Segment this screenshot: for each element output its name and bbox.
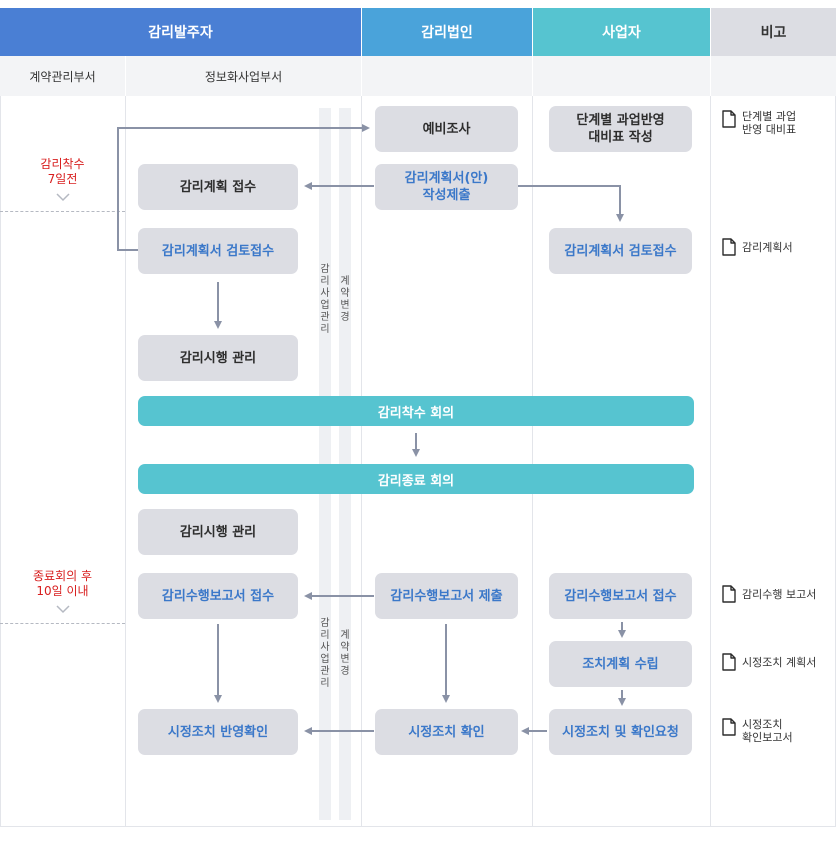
note-text: 감리계획서 <box>742 241 793 254</box>
chevron-down-icon <box>56 193 70 202</box>
header-client: 감리발주자 <box>0 8 361 56</box>
timeline-end-divider <box>0 623 125 624</box>
arrow-draft-to-operator-review <box>518 185 624 222</box>
box-pre-survey: 예비조사 <box>375 106 518 152</box>
note-text: 감리수행 보고서 <box>742 588 817 601</box>
box-report-submit: 감리수행보고서 제출 <box>375 573 518 619</box>
box-exec-manage-2: 감리시행 관리 <box>138 509 298 555</box>
band-label-business-mgmt-2: 감리사업관리 <box>320 618 330 689</box>
header-firm: 감리법인 <box>362 8 532 56</box>
box-action-confirm: 시정조치 확인 <box>375 709 518 755</box>
note-action-report-doc: 시정조치 확인보고서 <box>722 718 793 744</box>
bar-closing-meeting: 감리종료 회의 <box>138 464 694 494</box>
subheader-firm-blank <box>362 56 532 96</box>
document-icon <box>722 585 736 603</box>
note-stage-table-doc: 단계별 과업 반영 대비표 <box>722 110 796 136</box>
band-label-contract-change-1: 계약변경 <box>340 276 350 323</box>
note-text: 시정조치 확인보고서 <box>742 718 793 744</box>
timeline-end-label: 종료회의 후 10일 이내 <box>32 569 92 598</box>
note-text: 시정조치 계획서 <box>742 656 817 669</box>
grid-line <box>125 96 126 826</box>
bar-kickoff-meeting: 감리착수 회의 <box>138 396 694 426</box>
box-report-receive-client: 감리수행보고서 접수 <box>138 573 298 619</box>
chevron-down-icon <box>56 605 70 614</box>
box-plan-receive: 감리계획 접수 <box>138 164 298 210</box>
box-report-receive-operator: 감리수행보고서 접수 <box>549 573 692 619</box>
document-icon <box>722 110 736 128</box>
note-action-plan-doc: 시정조치 계획서 <box>722 653 816 671</box>
subheader-contract-dept: 계약관리부서 <box>0 56 125 96</box>
document-icon <box>722 718 736 736</box>
band-label-contract-change-2: 계약변경 <box>340 630 350 677</box>
note-plan-doc: 감리계획서 <box>722 238 793 256</box>
band-label-business-mgmt-1: 감리사업관리 <box>320 264 330 335</box>
box-exec-manage-1: 감리시행 관리 <box>138 335 298 381</box>
grid-line <box>361 96 362 826</box>
header-remarks: 비고 <box>711 8 836 56</box>
grid-line <box>532 96 533 826</box>
box-action-request: 시정조치 및 확인요청 <box>549 709 692 755</box>
box-plan-draft-submit: 감리계획서(안) 작성제출 <box>375 164 518 210</box>
timeline-start-divider <box>0 211 125 212</box>
document-icon <box>722 238 736 256</box>
subheader-operator-blank <box>533 56 710 96</box>
box-stage-table: 단계별 과업반영 대비표 작성 <box>549 106 692 152</box>
box-plan-review-operator: 감리계획서 검토접수 <box>549 228 692 274</box>
box-plan-review-client: 감리계획서 검토접수 <box>138 228 298 274</box>
timeline-start-label: 감리착수 7일전 <box>40 157 85 186</box>
box-action-reflect: 시정조치 반영확인 <box>138 709 298 755</box>
arrow-review-to-presurvey <box>117 124 370 251</box>
note-text: 단계별 과업 반영 대비표 <box>742 110 797 136</box>
box-action-plan: 조치계획 수립 <box>549 641 692 687</box>
header-operator: 사업자 <box>533 8 710 56</box>
subheader-remarks-blank <box>711 56 836 96</box>
subheader-it-dept: 정보화사업부서 <box>126 56 361 96</box>
note-report-doc: 감리수행 보고서 <box>722 585 816 603</box>
document-icon <box>722 653 736 671</box>
grid-line <box>0 96 1 826</box>
grid-bottom-line <box>0 826 836 827</box>
grid-line <box>710 96 711 826</box>
